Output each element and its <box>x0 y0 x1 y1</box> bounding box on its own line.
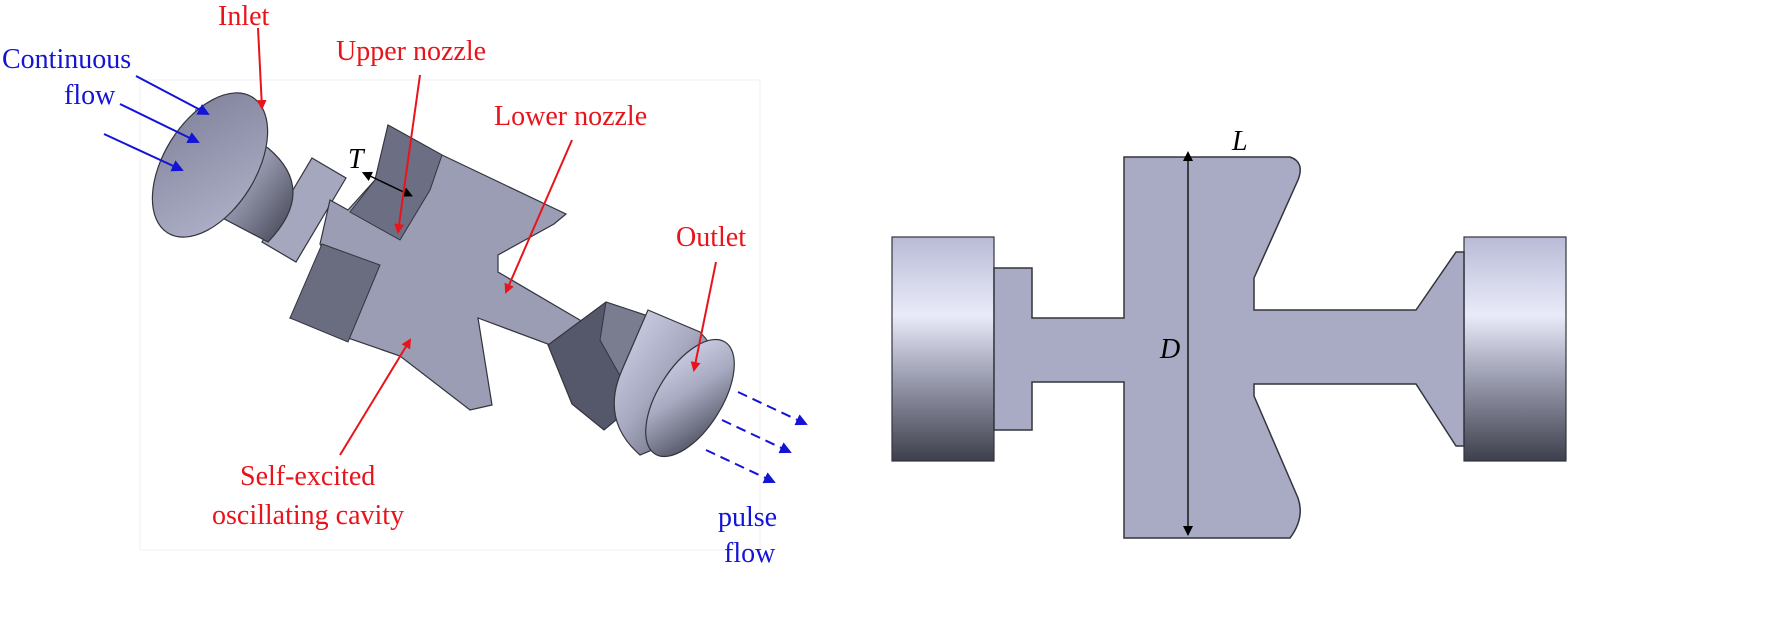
inlet-cylinder <box>151 92 294 243</box>
outflow-arrow-2 <box>721 419 792 454</box>
cavity-label-line1: Self-excited <box>240 461 375 492</box>
cross-section-view: D L <box>891 126 1567 539</box>
dim-L-label: L <box>1231 126 1248 157</box>
outlet-cylinder <box>613 309 735 458</box>
inlet-face <box>151 92 269 238</box>
cavity-label-line2: oscillating cavity <box>212 500 404 531</box>
inflow-arrow-3 <box>103 133 184 172</box>
lower-recess <box>289 243 381 343</box>
dim-T-label: T <box>348 144 366 175</box>
continuous-flow-label-line2: flow <box>64 80 116 111</box>
lower-nozzle-label: Lower nozzle <box>494 101 647 132</box>
isometric-view: T Inlet Upper nozzle Lower nozzle Outlet… <box>2 1 808 569</box>
lower-nozzle-arrow <box>504 139 573 294</box>
outlet-arrow <box>690 261 717 372</box>
cavity-profile-2d <box>993 156 1465 539</box>
continuous-flow-label-line1: Continuous <box>2 44 131 75</box>
outlet-cylinder-2d <box>1463 236 1567 462</box>
upper-nozzle-label: Upper nozzle <box>336 36 486 67</box>
upper-nozzle-arrow <box>394 74 421 234</box>
inflow-arrow-1 <box>135 75 210 115</box>
pulse-flow-label-line2: flow <box>724 538 776 569</box>
outflow-arrow-1 <box>737 391 808 426</box>
cavity-arrow <box>339 338 412 456</box>
outlet-label: Outlet <box>676 222 746 253</box>
dim-D-label: D <box>1159 334 1180 365</box>
inlet-label: Inlet <box>218 1 270 32</box>
pulse-flow-label-line1: pulse <box>718 502 777 533</box>
inflow-arrow-2 <box>119 103 200 144</box>
outlet-face <box>645 338 735 458</box>
dim-T-arrow <box>361 171 413 197</box>
outflow-arrow-3 <box>705 449 776 484</box>
inlet-cylinder-2d <box>891 236 995 462</box>
inlet-arrow <box>256 27 267 110</box>
view-frame <box>139 79 761 551</box>
